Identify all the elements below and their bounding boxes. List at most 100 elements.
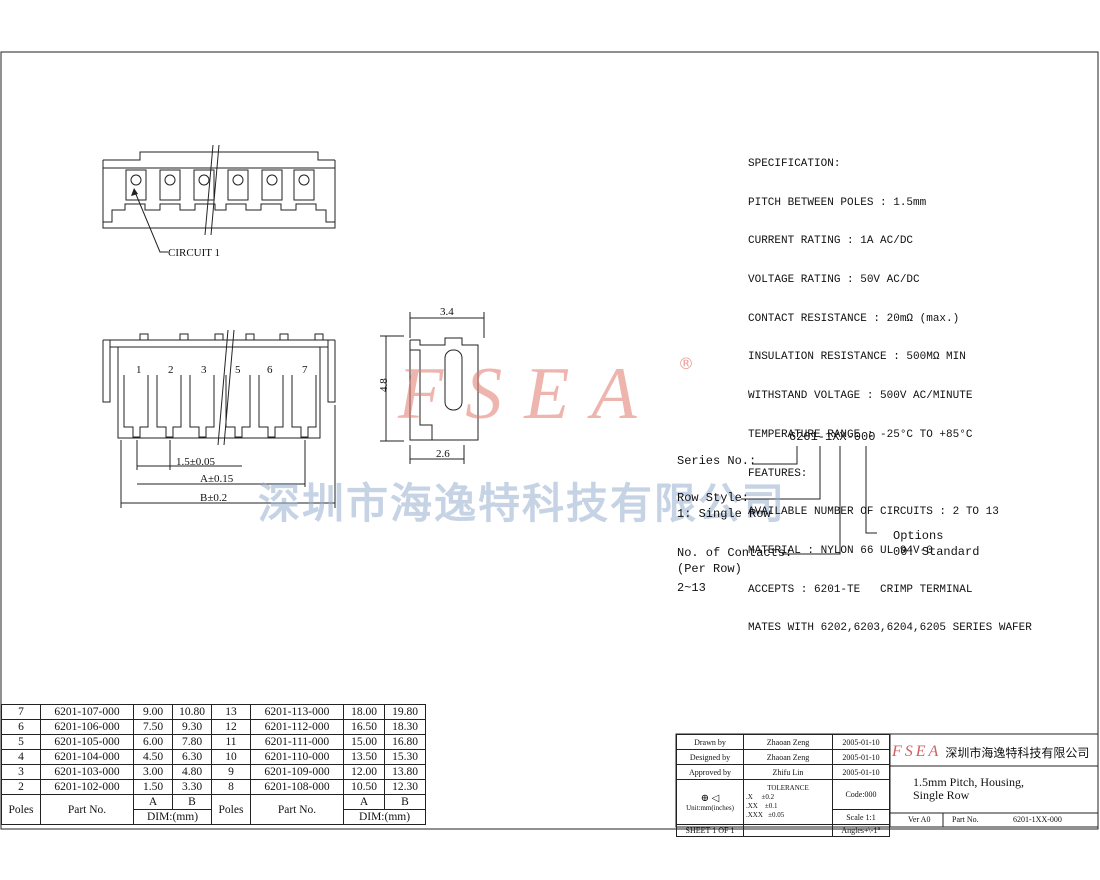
- table-cell: 6201-106-000: [40, 719, 134, 735]
- contacts-range: 2~13: [677, 581, 706, 595]
- table-cell: 6201-105-000: [40, 734, 134, 750]
- table-cell: 5: [1, 734, 41, 750]
- watermark-company: 深圳市海逸特科技有限公司: [258, 479, 787, 528]
- part-code: 6201-1XX-000: [789, 430, 876, 444]
- version-label: Ver A0: [908, 815, 931, 824]
- spec-line: AVAILABLE NUMBER OF CIRCUITS : 2 TO 13: [748, 506, 999, 519]
- code-cell: Code:000: [832, 779, 890, 810]
- specification-block: SPECIFICATION: PITCH BETWEEN POLES : 1.5…: [748, 132, 1032, 648]
- header-dim: DIM:(mm): [343, 809, 426, 825]
- circuit-arrow: [131, 188, 138, 196]
- table-cell: 12.30: [384, 779, 426, 795]
- tolerance-label: TOLERANCE: [767, 784, 809, 792]
- table-cell: 18.30: [384, 719, 426, 735]
- table-header-row: Poles Part No. A B Poles Part No. A B: [1, 794, 426, 825]
- table-cell: 3: [1, 764, 41, 780]
- table-cell: 19.80: [384, 704, 426, 720]
- company-logo: FSEA: [892, 743, 942, 760]
- options-label: Options: [893, 529, 944, 543]
- table-cell: 6: [1, 719, 41, 735]
- table-cell: 10.50: [343, 779, 385, 795]
- table-cell: 3.00: [133, 764, 173, 780]
- watermark-logo: FSEA: [398, 353, 659, 435]
- spec-line: CONTACT RESISTANCE : 20mΩ (max.): [748, 312, 960, 325]
- spec-line: ACCEPTS : 6201-TE CRIMP TERMINAL: [748, 583, 973, 596]
- pin-number: 3: [201, 364, 207, 376]
- table-cell: 6201-103-000: [40, 764, 134, 780]
- spec-line: SPECIFICATION:: [748, 157, 841, 170]
- spec-line: PITCH BETWEEN POLES : 1.5mm: [748, 196, 927, 209]
- table-cell: 15.00: [343, 734, 385, 750]
- spec-line: MATES WITH 6202,6203,6204,6205 SERIES WA…: [748, 622, 1032, 635]
- table-cell: 6201-112-000: [250, 719, 344, 735]
- table-cell: 3.30: [172, 779, 212, 795]
- table-cell: 10.80: [172, 704, 212, 720]
- table-cell: 7.80: [172, 734, 212, 750]
- contacts-sub: (Per Row): [677, 562, 742, 576]
- table-cell: 6201-109-000: [250, 764, 344, 780]
- header-a: A: [133, 794, 173, 810]
- drawn-label: Drawn by: [676, 734, 744, 750]
- title-part-no: 6201-1XX-000: [1013, 815, 1062, 824]
- tolerance-xx: .XX ±0.1: [746, 802, 778, 810]
- part-label: Part No.: [952, 815, 979, 824]
- designed-label: Designed by: [676, 749, 744, 765]
- company-name: 深圳市海逸特科技有限公司: [945, 745, 1090, 760]
- table-cell: 4.80: [172, 764, 212, 780]
- table-cell: 9.00: [133, 704, 173, 720]
- header-a: A: [343, 794, 385, 810]
- header-dim: DIM:(mm): [133, 809, 212, 825]
- table-cell: 13.50: [343, 749, 385, 765]
- designed-date: 2005-01-10: [832, 749, 890, 765]
- title-block-company: FSEA 深圳市海逸特科技有限公司: [892, 740, 1096, 764]
- pin-number: 5: [235, 364, 241, 376]
- header-part-no: Part No.: [250, 794, 344, 825]
- table-cell: 11: [211, 734, 251, 750]
- title-line: 1.5mm Pitch, Housing,: [913, 775, 1025, 789]
- tolerance-x: .X ±0.2: [746, 793, 775, 801]
- scale-cell: Scale 1:1: [832, 809, 890, 825]
- row-style-label: Row Style:: [677, 491, 750, 505]
- spec-line: FEATURES:: [748, 467, 808, 480]
- header-poles: Poles: [211, 794, 251, 825]
- table-cell: 9.30: [172, 719, 212, 735]
- angles-cell: Angles+\-1°: [832, 824, 890, 837]
- options-value: 00: Standard: [893, 545, 980, 559]
- spec-line: VOLTAGE RATING : 50V AC/DC: [748, 273, 920, 286]
- sheet-border: [0, 51, 1099, 830]
- pin-number: 1: [136, 364, 142, 376]
- spec-line: CURRENT RATING : 1A AC/DC: [748, 235, 914, 248]
- header-part-no: Part No.: [40, 794, 134, 825]
- table-cell: 6201-111-000: [250, 734, 344, 750]
- table-cell: 7.50: [133, 719, 173, 735]
- table-cell: 6201-104-000: [40, 749, 134, 765]
- pitch-dimension: 1.5±0.05: [176, 456, 216, 468]
- series-label: Series No.:: [677, 454, 757, 468]
- pin-number: 7: [302, 364, 308, 376]
- table-cell: 10: [211, 749, 251, 765]
- table-cell: 12: [211, 719, 251, 735]
- table-cell: 16.80: [384, 734, 426, 750]
- tolerance-cell: TOLERANCE .X ±0.2 .XX ±0.1 .XXX ±0.05: [743, 779, 833, 825]
- table-cell: 2: [1, 779, 41, 795]
- spec-line: WITHSTAND VOLTAGE : 500V AC/MINUTE: [748, 390, 973, 403]
- designed-name: Zhaoan Zeng: [743, 749, 833, 765]
- circuit-label: CIRCUIT 1: [168, 247, 220, 259]
- units-label: Unit:mm(inches): [686, 803, 734, 812]
- table-cell: 6201-102-000: [40, 779, 134, 795]
- table-cell: 9: [211, 764, 251, 780]
- drawn-date: 2005-01-10: [832, 734, 890, 750]
- title-block-approvals: Drawn by Zhaoan Zeng 2005-01-10 Designed…: [676, 734, 890, 837]
- sheet-cell: SHEET 1 OF 1: [676, 824, 744, 837]
- table-cell: 13: [211, 704, 251, 720]
- part-code-leaders: [741, 446, 877, 555]
- header-b: B: [172, 794, 212, 810]
- header-b: B: [384, 794, 426, 810]
- side-height-dimension: 4.8: [378, 378, 390, 392]
- projection-cell: ⊕ ◁ Unit:mm(inches): [676, 779, 744, 825]
